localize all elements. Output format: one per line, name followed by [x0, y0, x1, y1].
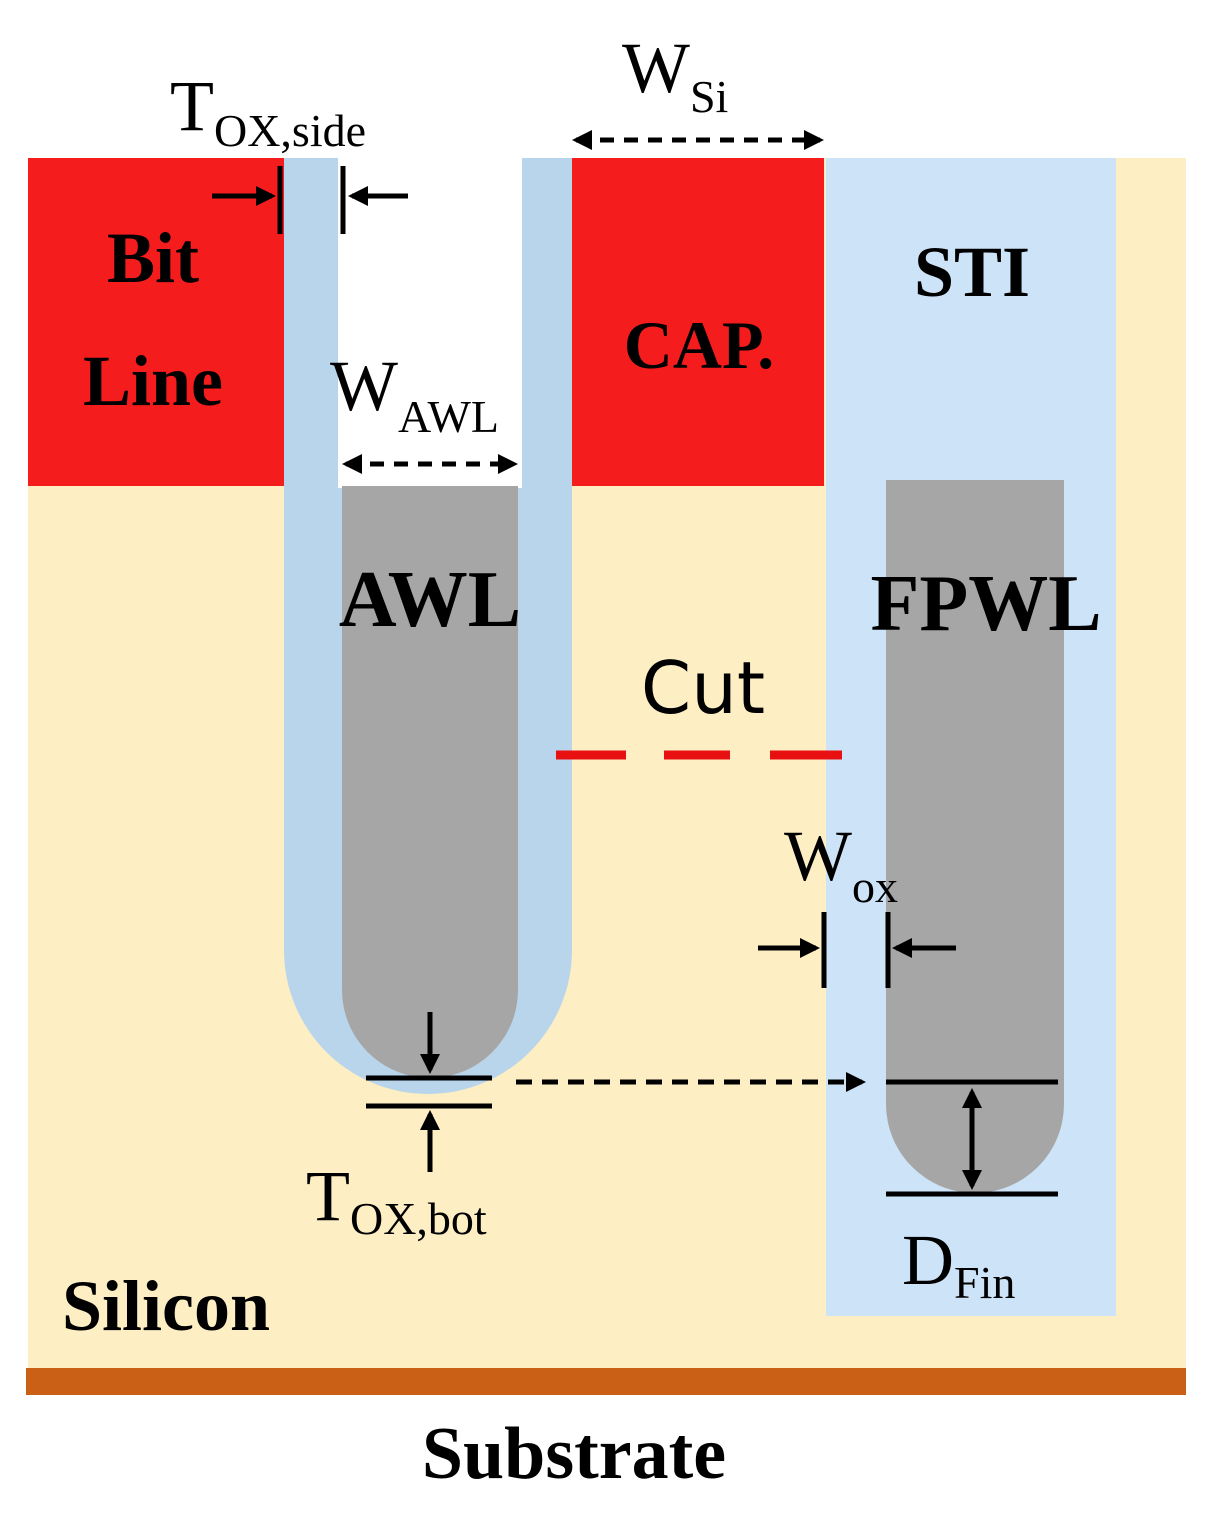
- awl-gate: [342, 486, 518, 1078]
- d-fin-label: DFin: [902, 1220, 1015, 1308]
- silicon-label: Silicon: [62, 1266, 270, 1346]
- w-si-label: WSi: [622, 28, 728, 122]
- bit-line-block: [28, 158, 284, 486]
- cap-block: [572, 158, 824, 486]
- bit-line-label-1: Bit: [107, 218, 199, 298]
- d-fin-marker: [886, 1079, 1058, 1197]
- w-ox-marker: [758, 912, 956, 988]
- tox-side-label: TOX,side: [170, 66, 366, 156]
- cap-label: CAP.: [624, 307, 775, 383]
- tox-bot-label: TOX,bot: [306, 1156, 487, 1244]
- w-ox-label: Wox: [784, 816, 898, 912]
- tox-bot-marker: [366, 1012, 492, 1172]
- awl-label: AWL: [339, 556, 521, 644]
- tox-side-marker: [212, 166, 408, 234]
- awl-void: [338, 158, 522, 488]
- fpwl-gate: [886, 480, 1064, 1193]
- substrate-strip: [26, 1368, 1186, 1395]
- w-awl-label: WAWL: [330, 346, 499, 442]
- bit-line-label-2: Line: [83, 341, 223, 421]
- sti-label: STI: [914, 232, 1030, 312]
- substrate-label: Substrate: [422, 1413, 726, 1495]
- fpwl-label: FPWL: [870, 560, 1101, 648]
- cut-label: Cut: [641, 646, 765, 730]
